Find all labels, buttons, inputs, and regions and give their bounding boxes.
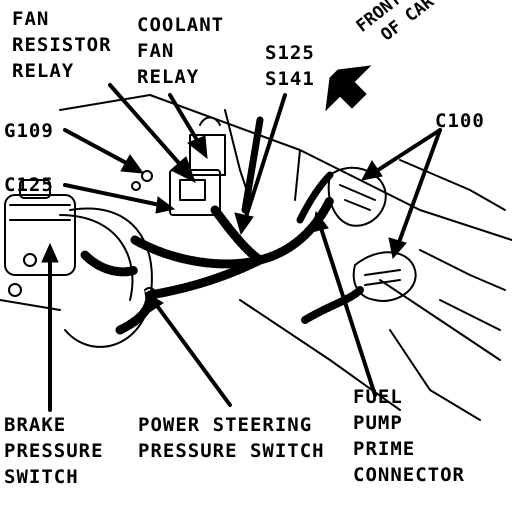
c100-leader-a (373, 128, 442, 174)
fuel-pump-prime-connector-leader (318, 223, 377, 397)
master-cylinder (4, 194, 76, 276)
splice-labels: S125 S141 (265, 42, 315, 90)
g109-label: G109 (4, 120, 54, 142)
power-steering-pressure-switch-leader (153, 301, 232, 407)
fuel-pump-prime-connector-label: FUEL PUMP PRIME CONNECTOR (353, 386, 465, 486)
coolant-fan-relay-leader (168, 93, 202, 147)
front-of-car-arrow (325, 65, 372, 112)
fuel-pump-prime-connector-body (352, 251, 417, 302)
coolant-fan-relay-label: COOLANT FAN RELAY (137, 14, 225, 88)
fan-resistor-relay-label: FAN RESISTOR RELAY (12, 8, 112, 82)
coolant-fan-relay-body (189, 134, 226, 176)
power-steering-pressure-switch-label: POWER STEERING PRESSURE SWITCH (138, 414, 325, 462)
c100-connector (327, 166, 387, 227)
s125-leader (243, 93, 287, 222)
c100-leader-b (396, 128, 442, 247)
g109-ground (141, 170, 153, 182)
c125-leader (63, 183, 162, 207)
c125-label: C125 (4, 174, 54, 196)
g109-leader (63, 128, 132, 167)
relay-block (169, 169, 221, 216)
body-panel-edge (239, 299, 401, 411)
c100-label: C100 (435, 110, 485, 132)
brake-pressure-switch-label: BRAKE PRESSURE SWITCH (4, 414, 104, 488)
fan-resistor-relay-leader (108, 83, 187, 172)
